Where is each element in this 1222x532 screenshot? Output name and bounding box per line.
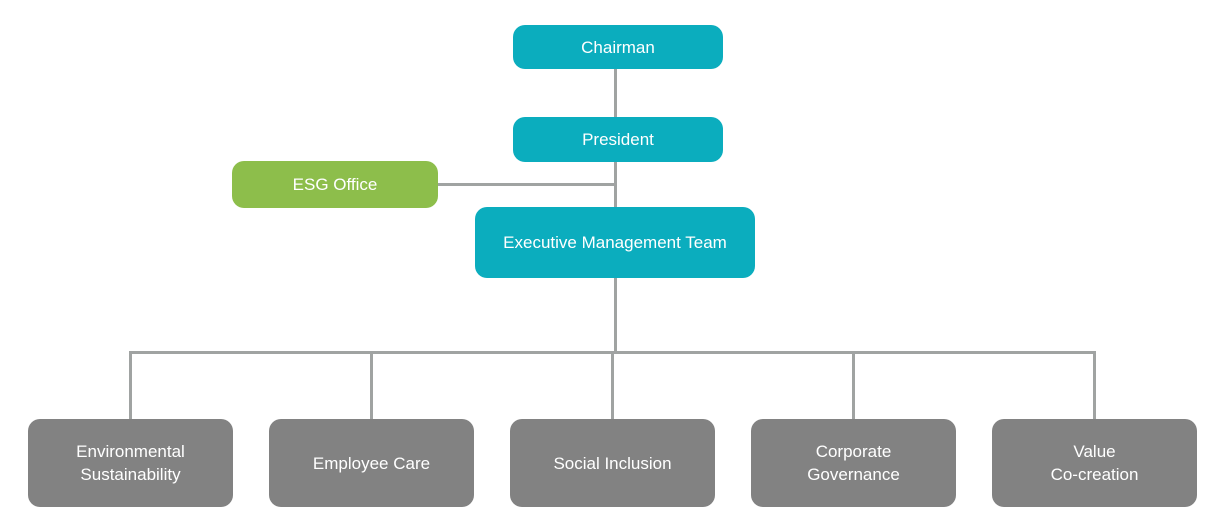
connector-esg-office-side-link bbox=[438, 183, 617, 186]
connector-drop-value-co-creation bbox=[1093, 351, 1096, 419]
node-chairman-label: Chairman bbox=[581, 37, 655, 57]
node-employee-care-label: Employee Care bbox=[312, 453, 431, 473]
node-value-co-creation-label: Value Co-creation bbox=[1050, 442, 1139, 484]
connector-drop-employee-care bbox=[370, 351, 373, 419]
node-executive-management-team: Executive Management Team bbox=[475, 207, 755, 278]
connector-drop-corporate-governance bbox=[852, 351, 855, 419]
node-chairman: Chairman bbox=[513, 25, 723, 69]
node-esg-office-label: ESG Office bbox=[292, 175, 378, 194]
connector-chairman-president bbox=[614, 69, 617, 117]
node-corporate-governance-label: Corporate Governance bbox=[807, 442, 900, 484]
node-value-co-creation: Value Co-creation bbox=[992, 419, 1197, 507]
node-president: President bbox=[513, 117, 723, 162]
connector-drop-environmental-sustainability bbox=[129, 351, 132, 419]
node-employee-care: Employee Care bbox=[269, 419, 474, 507]
node-social-inclusion-label: Social Inclusion bbox=[553, 453, 672, 473]
node-esg-office: ESG Office bbox=[232, 161, 438, 208]
connector-drop-social-inclusion bbox=[611, 351, 614, 419]
node-environmental-sustainability: Environmental Sustainability bbox=[28, 419, 233, 507]
node-corporate-governance: Corporate Governance bbox=[751, 419, 956, 507]
node-executive-management-team-label: Executive Management Team bbox=[503, 233, 727, 252]
node-environmental-sustainability-label: Environmental Sustainability bbox=[76, 442, 185, 484]
node-social-inclusion: Social Inclusion bbox=[510, 419, 715, 507]
connector-emt-trunk bbox=[614, 278, 617, 352]
node-president-label: President bbox=[582, 130, 654, 149]
